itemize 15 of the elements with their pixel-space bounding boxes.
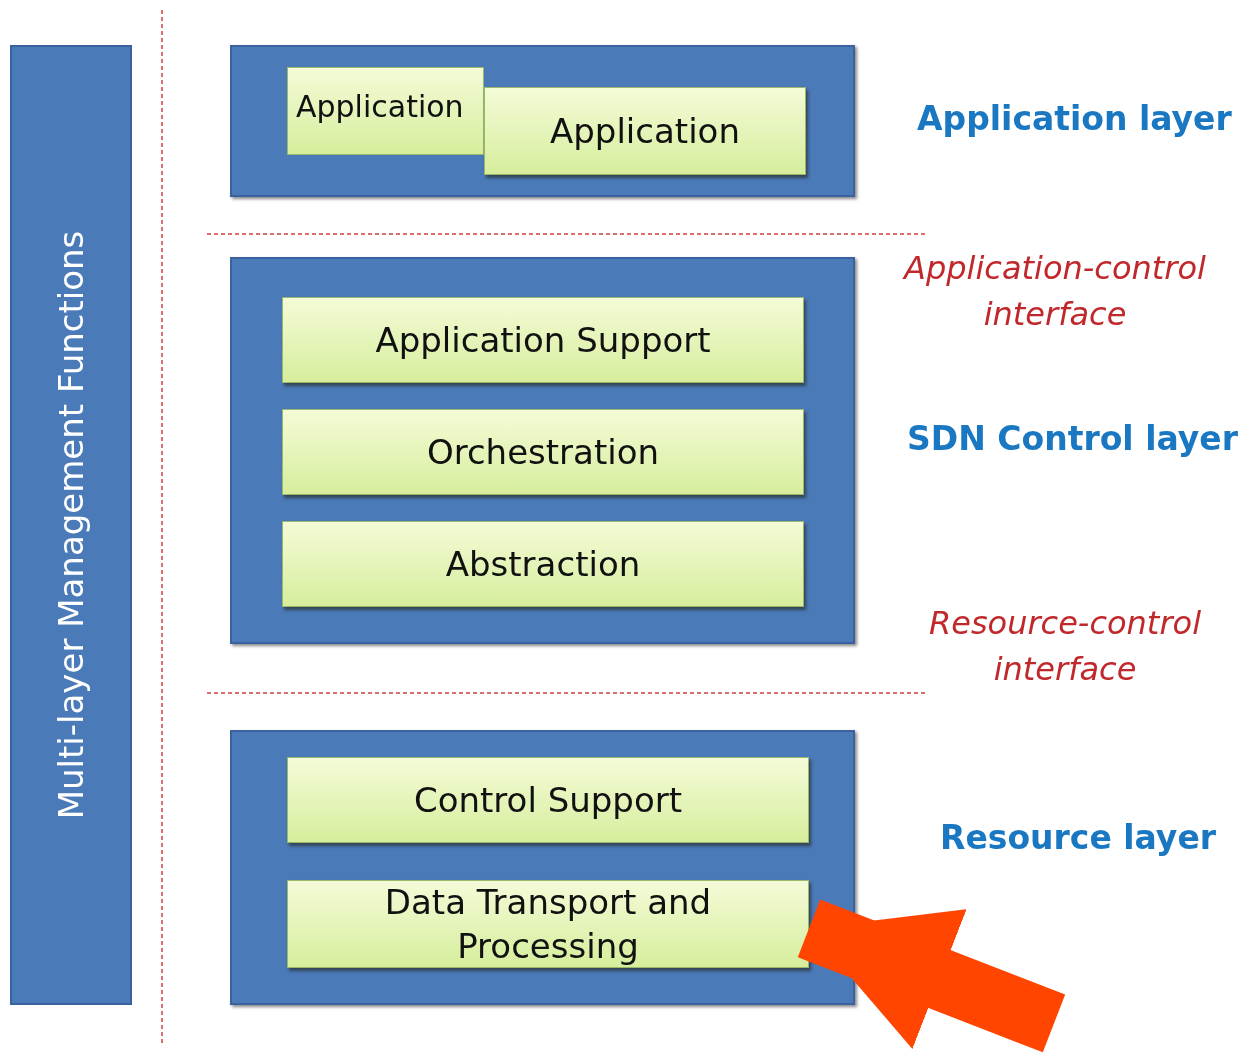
arrow	[797, 899, 1066, 1053]
function-box: Application	[484, 87, 806, 175]
layer-name: Resource layer	[940, 818, 1217, 857]
layer-name: SDN Control layer	[907, 419, 1238, 458]
band-title: Multi-layer Management Functions	[51, 230, 91, 820]
function-box: Orchestration	[282, 409, 804, 495]
function-box: Application Support	[282, 297, 804, 383]
layer-name: Application layer	[917, 99, 1232, 138]
interface-label: Application-control interface	[901, 248, 1207, 336]
function-box: Data Transport and Processing	[287, 880, 809, 968]
side-band	[10, 45, 132, 1005]
function-box: Control Support	[287, 757, 809, 843]
function-box: Abstraction	[282, 521, 804, 607]
interface-label: Resource-control interface	[927, 603, 1203, 691]
function-box: Application	[287, 67, 484, 155]
